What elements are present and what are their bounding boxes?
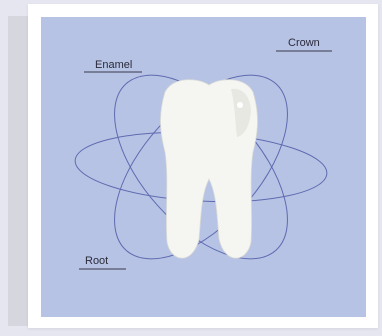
illustration-panel: Enamel Crown Root [41, 17, 366, 317]
tooth-diagram [41, 17, 366, 317]
tooth-highlight [237, 102, 243, 108]
label-root: Root [85, 255, 108, 267]
tooth-icon [161, 80, 258, 258]
label-crown: Crown [288, 37, 320, 49]
label-enamel: Enamel [95, 59, 132, 71]
illustration-card: Enamel Crown Root [28, 4, 378, 328]
